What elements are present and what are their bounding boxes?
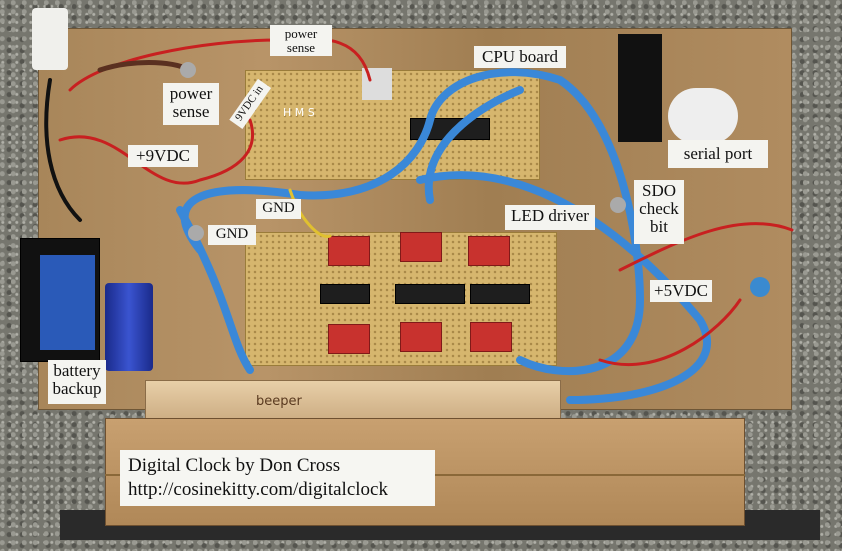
- blue-cable: [180, 68, 645, 376]
- label-power-sense-top: power sense: [270, 25, 332, 57]
- label-led-driver: LED driver: [505, 205, 595, 230]
- power-connector: [32, 8, 68, 70]
- label-gnd-2: GND: [208, 225, 256, 245]
- label-power-sense-left: power sense: [163, 83, 219, 125]
- ic-chip: [395, 284, 465, 304]
- title-url: http://cosinekitty.com/digitalclock: [128, 479, 388, 500]
- label-5vdc: +5VDC: [650, 280, 712, 302]
- buzzer-component: [750, 277, 770, 297]
- label-cpu-board: CPU board: [474, 46, 566, 68]
- led-connector: [328, 324, 370, 354]
- title-line-1: Digital Clock by Don Cross: [128, 455, 341, 476]
- black-tape: [618, 34, 662, 142]
- label-gnd-1: GND: [256, 199, 301, 219]
- led-connector: [400, 232, 442, 262]
- title-card: Digital Clock by Don Cross http://cosine…: [120, 450, 435, 506]
- label-battery-backup: battery backup: [48, 360, 106, 404]
- beeper-label: beeper: [256, 394, 302, 409]
- led-connector: [400, 322, 442, 352]
- led-connector: [470, 322, 512, 352]
- led-connector: [328, 236, 370, 266]
- label-9vdc: +9VDC: [128, 145, 198, 167]
- terminal: [180, 62, 196, 78]
- label-sdo-check-bit: SDO check bit: [634, 180, 684, 244]
- label-serial-port: serial port: [668, 140, 768, 168]
- cpu-pcb: [245, 70, 540, 180]
- serial-port-connector: [668, 88, 738, 144]
- label-hms: H M S: [283, 106, 315, 119]
- red-wire: [618, 222, 794, 272]
- red-wire: [598, 298, 742, 367]
- ic-chip: [320, 284, 370, 304]
- terminal: [188, 225, 204, 241]
- battery: [40, 255, 95, 350]
- brown-wire: [97, 60, 193, 73]
- capacitor: [105, 283, 153, 371]
- terminal: [610, 197, 626, 213]
- blue-cable: [424, 86, 524, 204]
- red-wire: [58, 118, 255, 185]
- ic-chip: [470, 284, 530, 304]
- beeper-stick: [145, 380, 561, 420]
- yellow-wire: [288, 188, 332, 238]
- black-wire: [44, 78, 82, 222]
- led-connector: [468, 236, 510, 266]
